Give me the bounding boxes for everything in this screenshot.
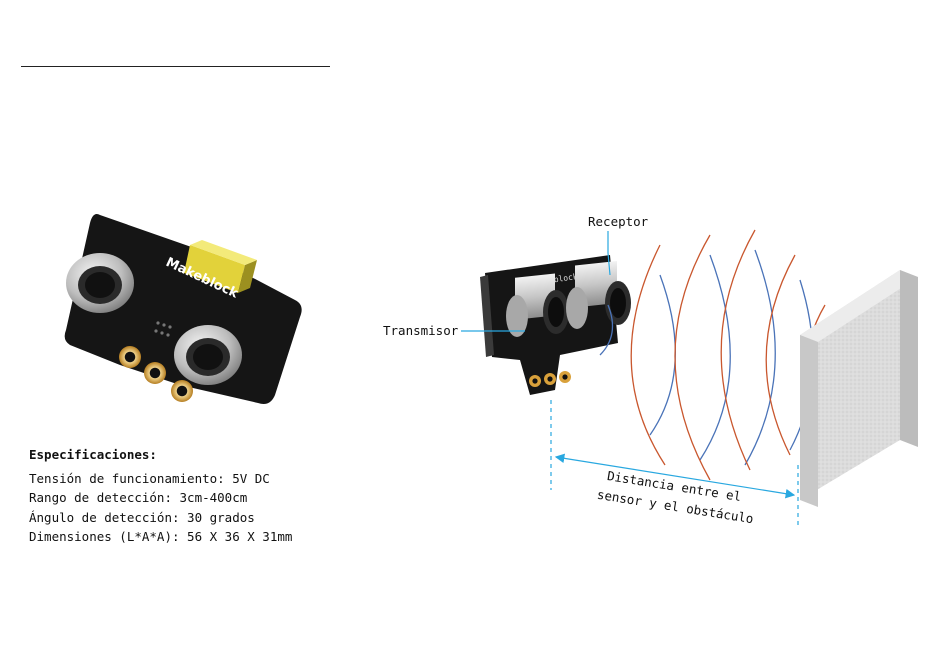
receptor-label: Receptor [588, 214, 649, 229]
spec-range: Rango de detección: 3cm-400cm [29, 488, 292, 508]
left-transducer [66, 253, 134, 313]
ultrasonic-operation-diagram: Makeblock Receptor Transmisor [370, 195, 930, 540]
transmisor-label: Transmisor [383, 323, 459, 338]
spec-voltage: Tensión de funcionamiento: 5V DC [29, 469, 292, 489]
right-transducer [174, 325, 242, 385]
top-rule [21, 66, 330, 67]
specifications-block: Especificaciones: Tensión de funcionamie… [29, 445, 292, 547]
spec-dimensions: Dimensiones (L*A*A): 56 X 36 X 31mm [29, 527, 292, 547]
diagram-sensor: Makeblock [480, 255, 631, 395]
emitted-waves [600, 250, 813, 465]
obstacle-wall [800, 270, 918, 507]
specifications-title: Especificaciones: [29, 445, 292, 465]
reflected-waves [631, 230, 825, 480]
sensor-module-image: Makeblock [60, 205, 310, 420]
spec-angle: Ángulo de detección: 30 grados [29, 508, 292, 528]
